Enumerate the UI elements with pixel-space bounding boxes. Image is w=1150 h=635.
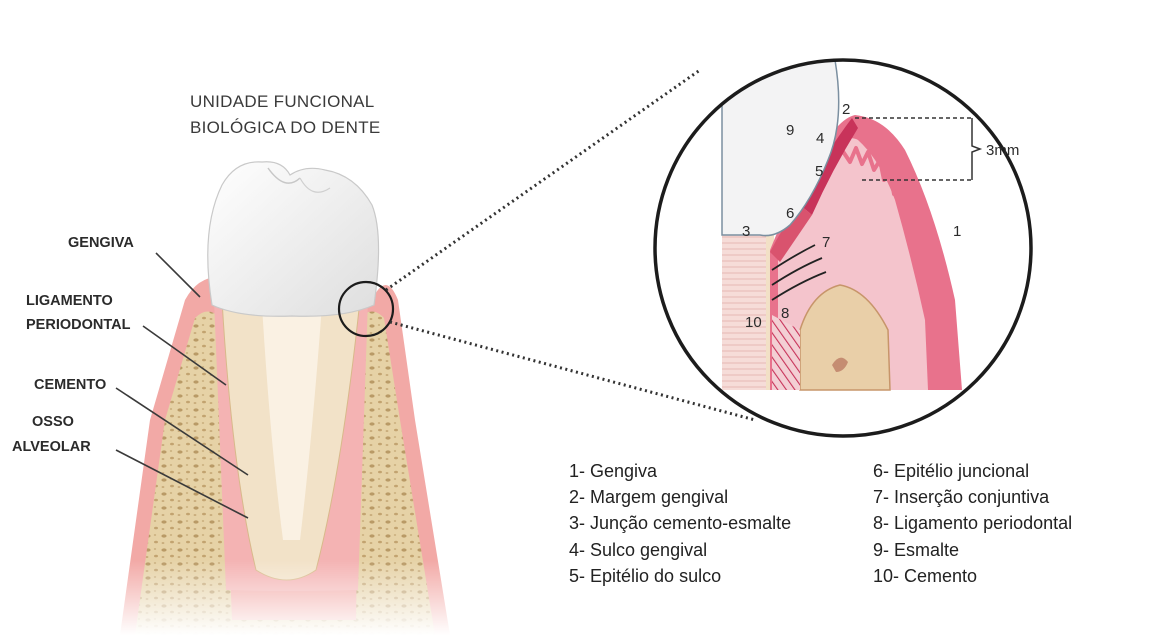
legend-item-3: 3- Junção cemento-esmalte [569,513,791,533]
legend-item-10: 10- Cemento [873,566,977,586]
zoom-number-5: 5 [815,163,823,180]
legend-item-4: 4- Sulco gengival [569,540,707,560]
legend-item-7: 7- Inserção conjuntiva [873,487,1049,507]
zoom-number-9: 9 [786,122,794,139]
leader-gengiva [156,253,200,297]
label-gengiva: GENGIVA [68,235,134,251]
legend-item-9: 9- Esmalte [873,540,959,560]
label-cemento: CEMENTO [34,377,106,393]
zoom-number-1: 1 [953,223,961,240]
zoom-number-6: 6 [786,205,794,222]
measurement-label: 3mm [986,142,1019,159]
legend-item-5: 5- Epitélio do sulco [569,566,721,586]
tooth-crown [208,162,379,317]
zoom-number-3: 3 [742,223,750,240]
zoom-number-2: 2 [842,101,850,118]
zoom-number-4: 4 [816,130,824,147]
legend-item-1: 1- Gengiva [569,461,657,481]
zoom-connector-top [386,70,700,290]
label-ligamento-line2: PERIODONTAL [26,317,131,333]
zoom-number-7: 7 [822,234,830,251]
zoom-number-8: 8 [781,305,789,322]
label-osso-line1: OSSO [32,414,74,430]
tooth-section [100,162,480,635]
legend-item-8: 8- Ligamento periodontal [873,513,1072,533]
label-ligamento-line1: LIGAMENTO [26,293,113,309]
diagram-title-line1: UNIDADE FUNCIONAL [190,92,375,111]
legend-item-6: 6- Epitélio juncional [873,461,1029,481]
label-osso-line2: ALVEOLAR [12,439,91,455]
zoom-number-10: 10 [745,314,762,331]
legend-item-2: 2- Margem gengival [569,487,728,507]
diagram-title-line2: BIOLÓGICA DO DENTE [190,118,381,137]
